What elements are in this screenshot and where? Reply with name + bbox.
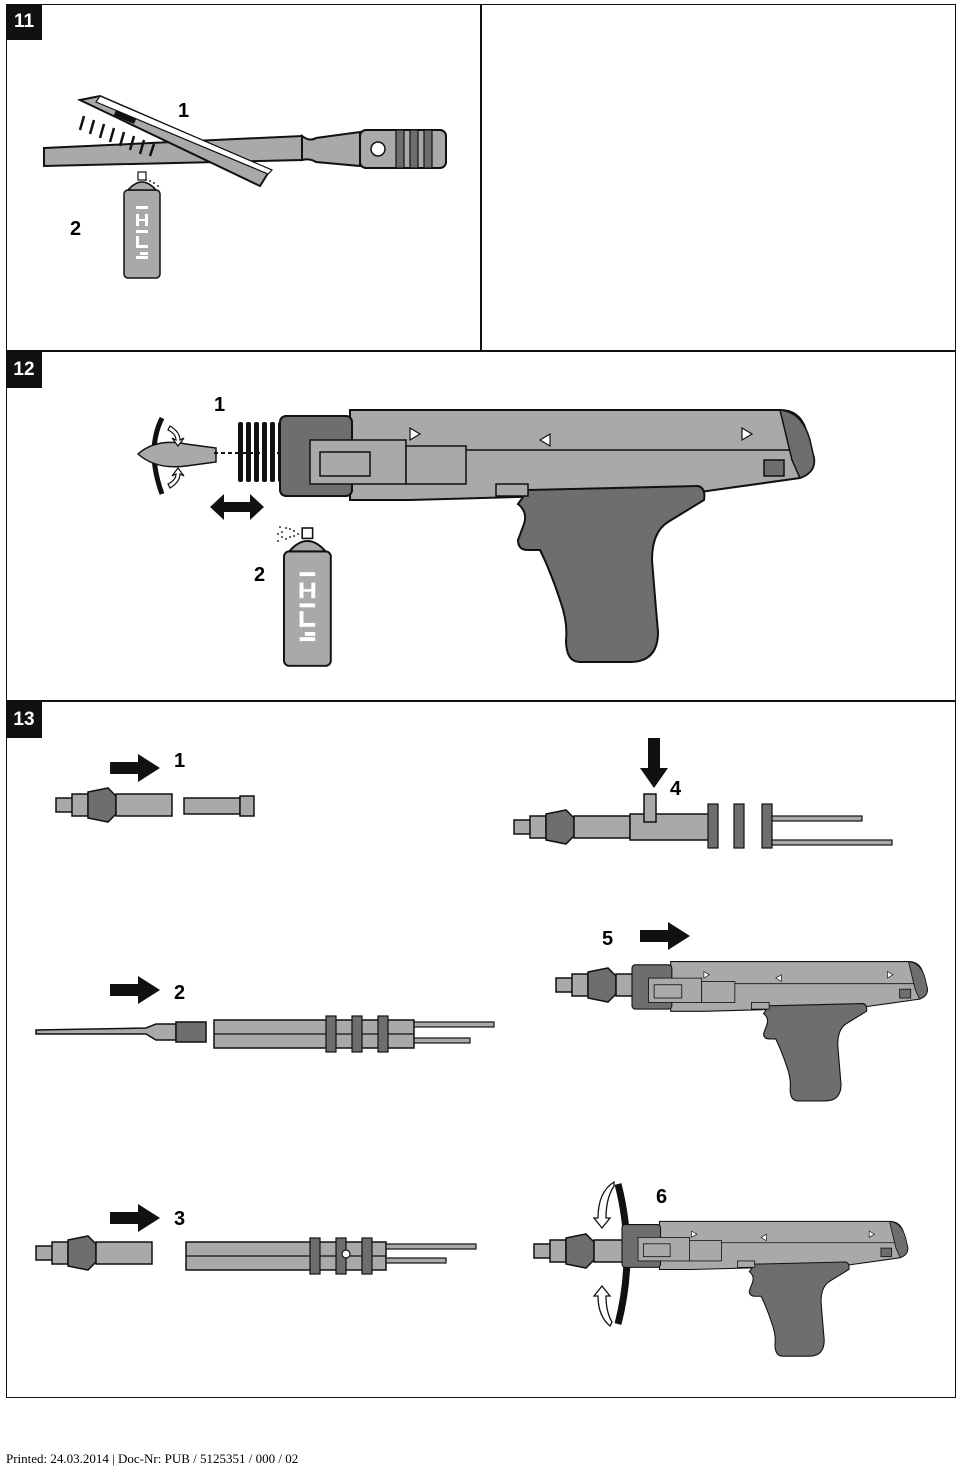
lubricant-spray-can-icon: [123, 171, 161, 279]
step-label: 4: [670, 778, 682, 800]
push-right-arrow-icon: [110, 754, 160, 782]
panel-13: [6, 700, 956, 1398]
nail-gun-tool-illustration: [279, 409, 816, 663]
panel-12: [6, 350, 956, 702]
barrel-assembly-illustration: [35, 1235, 153, 1271]
step-label: 3: [174, 1208, 186, 1230]
step-label: 6: [656, 1186, 668, 1208]
figure-number-13: 13: [6, 702, 42, 738]
push-right-arrow-icon: [640, 922, 690, 950]
nail-gun-tool-illustration: [621, 1220, 909, 1357]
piston-rod-illustration: [185, 1237, 477, 1275]
assembled-barrel-illustration: [513, 793, 893, 849]
step-label: 2: [70, 218, 82, 240]
step-label: 1: [214, 394, 226, 416]
push-down-arrow-icon: [640, 738, 668, 788]
piston-rod-illustration: [35, 1015, 495, 1053]
panel-11: [6, 4, 482, 352]
barrel-assembly-illustration: [55, 787, 173, 823]
spring-coil-icon: [214, 422, 284, 482]
step-label: 1: [174, 750, 186, 772]
nail-gun-tool-illustration: [631, 960, 928, 1102]
step-label: 2: [174, 982, 186, 1004]
panel-11-empty-area: [480, 4, 956, 352]
figure-number-12: 12: [6, 352, 42, 388]
step-label: 1: [178, 100, 190, 122]
push-right-arrow-icon: [110, 976, 160, 1004]
push-right-arrow-icon: [110, 1204, 160, 1232]
print-footer: Printed: 24.03.2014 | Doc-Nr: PUB / 5125…: [6, 1451, 299, 1466]
rotate-arrows-icon: [136, 416, 217, 495]
step-label: 2: [254, 564, 266, 586]
piston-brush-illustration: [43, 94, 447, 188]
lubricant-spray-can-icon: [283, 527, 332, 667]
push-pull-arrow-icon: [210, 494, 264, 520]
figure-number-11: 11: [6, 4, 42, 40]
piston-part-illustration: [183, 795, 255, 817]
step-label: 5: [602, 928, 614, 950]
